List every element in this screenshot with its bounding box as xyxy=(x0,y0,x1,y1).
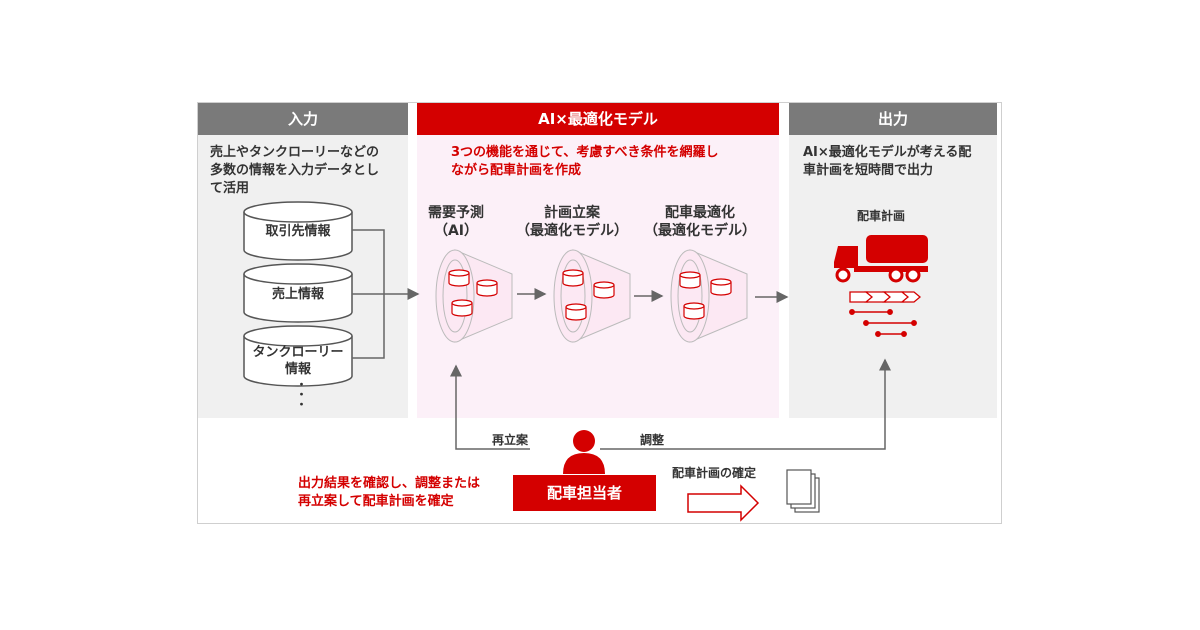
stage-subtitle: （最適化モデル） xyxy=(516,223,628,239)
bottom-note: 出力結果を確認し、調整または 再立案して配車計画を確定 xyxy=(298,475,480,511)
model-header: AI×最適化モデル xyxy=(417,103,779,135)
database-label-line: 情報 xyxy=(284,362,311,377)
input-description: 売上やタンクローリーなどの 多数の情報を入力データとし て活用 xyxy=(210,144,379,198)
plan-label: 配車計画 xyxy=(857,209,906,223)
output-panel: 出力 AI×最適化モデルが考える配 車計画を短時間で出力 xyxy=(789,103,997,418)
stage-subtitle: （最適化モデル） xyxy=(644,223,756,239)
model-desc-line: 3つの機能を通じて、考慮すべき条件を網羅し xyxy=(451,145,719,160)
database-label-line: タンクローリー xyxy=(252,345,344,360)
input-desc-line: て活用 xyxy=(210,181,250,196)
database-label-line: 取引先情報 xyxy=(265,224,331,239)
input-desc-line: 売上やタンクローリーなどの xyxy=(210,145,380,160)
bottom-note-line: 再立案して配車計画を確定 xyxy=(298,494,454,509)
stage-label: 需要予測 （AI） xyxy=(406,204,506,240)
bottom-note-line: 出力結果を確認し、調整または xyxy=(298,476,481,491)
output-description: AI×最適化モデルが考える配 車計画を短時間で出力 xyxy=(803,144,971,180)
database-label: 取引先情報 xyxy=(243,223,353,240)
stage-subtitle: （AI） xyxy=(433,223,479,239)
model-panel: AI×最適化モデル 3つの機能を通じて、考慮すべき条件を網羅し ながら配車計画を… xyxy=(417,103,779,418)
model-description: 3つの機能を通じて、考慮すべき条件を網羅し ながら配車計画を作成 xyxy=(451,144,719,180)
input-header: 入力 xyxy=(198,103,408,135)
ellipsis: ・ ・ ・ xyxy=(296,378,307,411)
stage-label: 計画立案 （最適化モデル） xyxy=(512,204,632,240)
database-label: 売上情報 xyxy=(243,286,353,303)
database-label-line: 売上情報 xyxy=(271,287,324,302)
output-desc-line: 車計画を短時間で出力 xyxy=(803,163,934,178)
stage-title: 配車最適化 xyxy=(665,205,735,221)
input-desc-line: 多数の情報を入力データとし xyxy=(210,163,380,178)
stage-label: 配車最適化 （最適化モデル） xyxy=(640,204,760,240)
adjust-label: 調整 xyxy=(640,433,665,447)
confirm-label: 配車計画の確定 xyxy=(672,466,757,480)
output-header: 出力 xyxy=(789,103,997,135)
stage-title: 需要予測 xyxy=(428,205,484,221)
stage-title: 計画立案 xyxy=(544,205,600,221)
replan-label: 再立案 xyxy=(492,433,529,447)
database-label: タンクローリー 情報 xyxy=(243,344,353,378)
model-desc-line: ながら配車計画を作成 xyxy=(451,163,582,178)
person-role-box: 配車担当者 xyxy=(513,475,656,511)
output-desc-line: AI×最適化モデルが考える配 xyxy=(803,145,972,160)
